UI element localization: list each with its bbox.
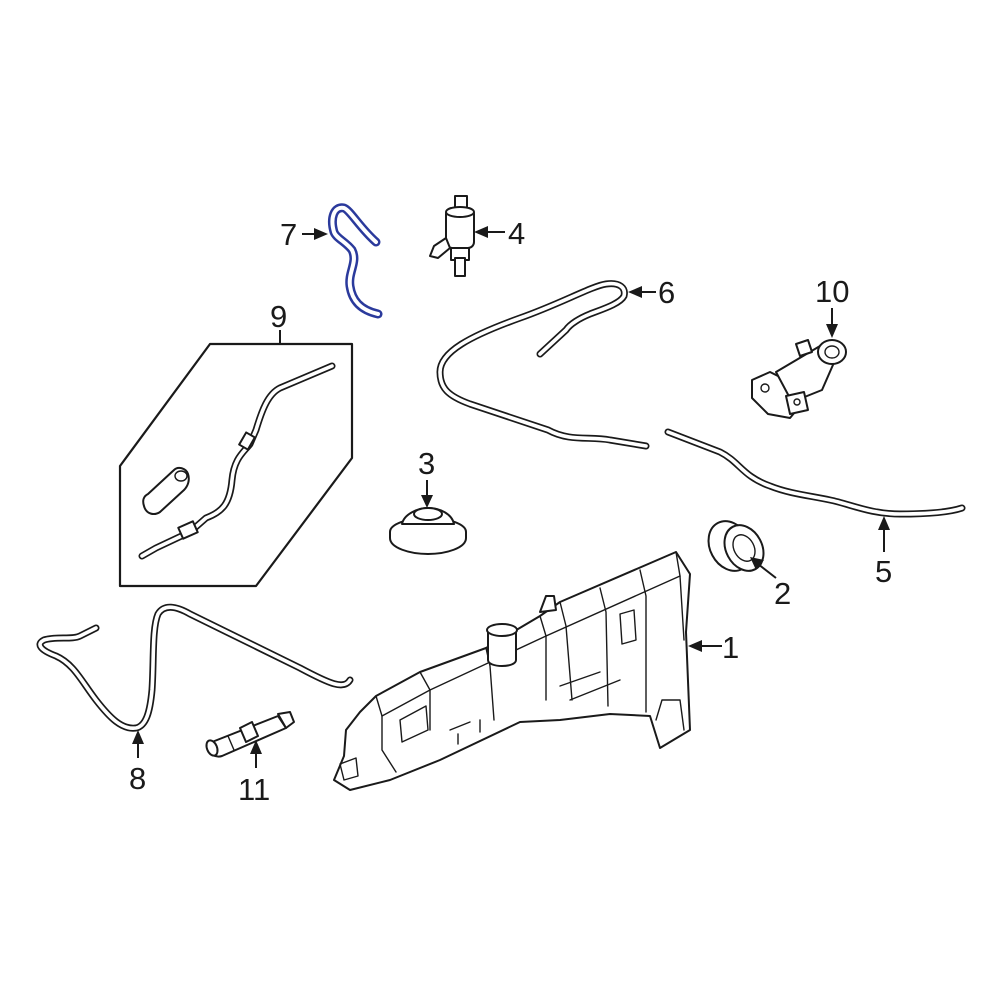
callout-10[interactable]: 10 [815,274,849,309]
part-7-hose-highlighted[interactable] [327,203,383,319]
callout-3[interactable]: 3 [418,446,435,481]
callout-9[interactable]: 9 [270,299,287,334]
part-8-washer-hose[interactable] [36,603,354,732]
part-11-level-sensor[interactable] [204,711,295,758]
callout-5[interactable]: 5 [875,554,892,589]
part-4-washer-pump[interactable] [429,195,475,277]
part-5-rear-washer-hose[interactable] [664,428,966,518]
callout-leaders [132,226,890,768]
callout-7[interactable]: 7 [280,217,297,252]
part-9-hose-kit[interactable] [118,342,354,588]
part-1-washer-reservoir[interactable] [333,551,691,791]
callout-4[interactable]: 4 [508,216,525,251]
callout-11[interactable]: 11 [238,772,270,807]
part-2-grommet[interactable] [700,514,771,579]
part-6-washer-hose[interactable] [436,280,650,450]
callout-8[interactable]: 8 [129,761,146,796]
part-10-nozzle-assembly[interactable] [751,339,847,419]
part-3-cap[interactable] [389,507,467,555]
callout-2[interactable]: 2 [774,576,791,611]
callout-1[interactable]: 1 [722,630,739,665]
callout-labels: 1 2 3 4 5 6 7 8 9 10 11 [129,216,892,807]
callout-6[interactable]: 6 [658,275,675,310]
